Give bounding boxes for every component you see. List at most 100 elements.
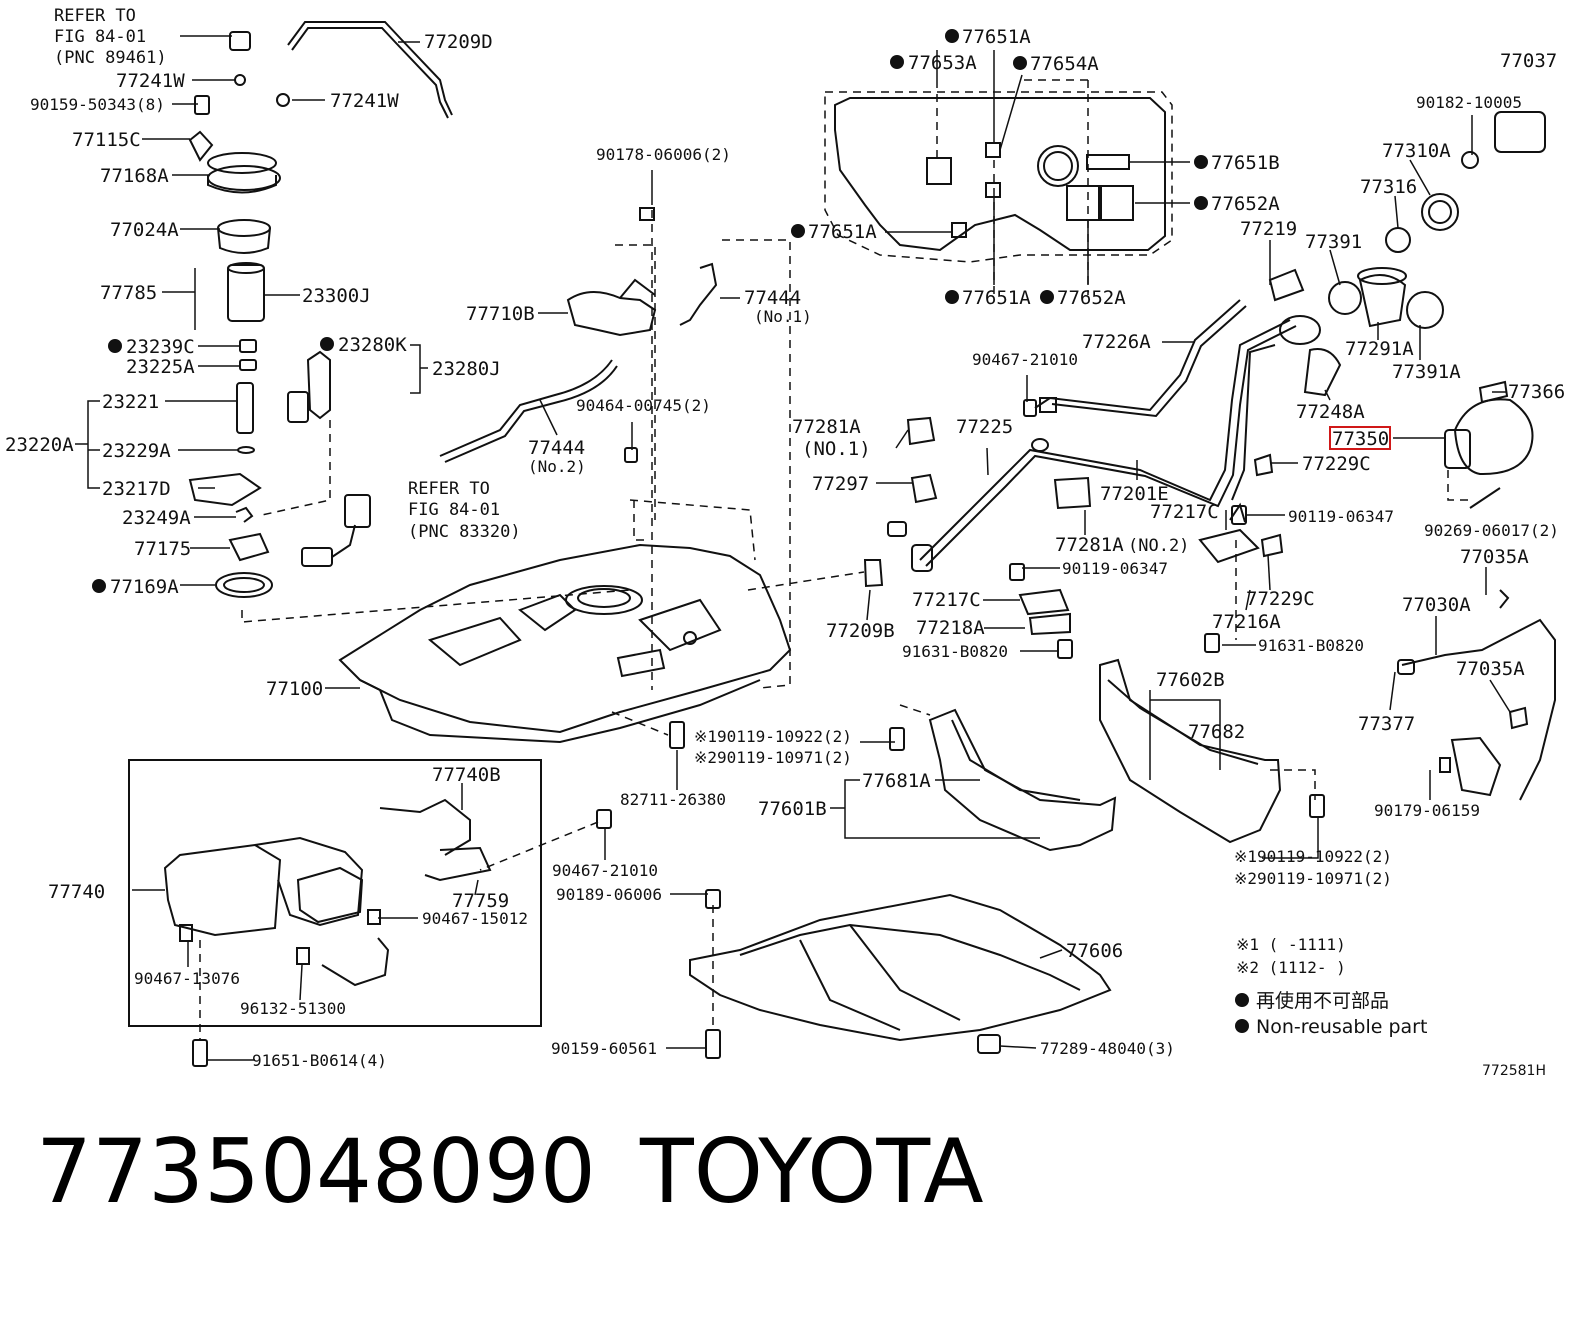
callout-23239C: 23239C	[126, 336, 195, 358]
callout-77444-no2-note: (No.2)	[528, 457, 586, 476]
callout-90178-06006: 90178-06006(2)	[596, 145, 731, 164]
callout-77035A-a: 77035A	[1460, 546, 1529, 568]
callout-77209B: 77209B	[826, 620, 895, 642]
callout-90159-50343: 90159-50343(8)	[30, 95, 165, 114]
legend-english: Non-reusable part	[1256, 1016, 1427, 1038]
callout-77682: 77682	[1188, 721, 1245, 743]
callout-77217C-b: 77217C	[912, 589, 981, 611]
callout-77652A-right: 77652A	[1211, 193, 1280, 215]
callout-77444-no1-note: (No.1)	[754, 307, 812, 326]
callout-77168A: 77168A	[100, 165, 169, 187]
callout-90467-15012: 90467-15012	[422, 909, 528, 928]
callout-23220A: 23220A	[5, 434, 74, 456]
callout-77291A: 77291A	[1345, 338, 1414, 360]
callout-77710B: 77710B	[466, 303, 535, 325]
production-note-1: ※1 ( -1111)	[1236, 935, 1346, 954]
callout-90467-21010-b: 90467-21010	[552, 861, 658, 880]
callout-23280J: 23280J	[432, 358, 501, 380]
callout-77229C-a: 77229C	[1302, 453, 1371, 475]
callout-77297: 77297	[812, 473, 869, 495]
callout-77216A: 77216A	[1212, 611, 1281, 633]
callout-23225A: 23225A	[126, 356, 195, 378]
callout-refer-line3: (PNC 89461)	[54, 48, 167, 68]
callout-90464-00745: 90464-00745(2)	[576, 396, 711, 415]
callout-23229A: 23229A	[102, 440, 171, 462]
callout-23249A: 23249A	[122, 507, 191, 529]
callout-77037: 77037	[1500, 50, 1557, 72]
callout-labels: REFER TO FIG 84-01 (PNC 89461) 77209D 77…	[5, 6, 1565, 1070]
callout-77740B: 77740B	[432, 764, 501, 786]
callout-90467-21010-a: 90467-21010	[972, 350, 1078, 369]
callout-refer-line1: REFER TO	[54, 6, 136, 26]
callout-77218A: 77218A	[916, 617, 985, 639]
legend-japanese: 再使用不可部品	[1256, 990, 1389, 1012]
callout-77444-no2: 77444	[528, 437, 585, 459]
callout-77681A: 77681A	[862, 770, 931, 792]
callout-77281A-no1: 77281A	[792, 416, 861, 438]
callout-77217C-a: 77217C	[1150, 501, 1219, 523]
callout-refer-line2: FIG 84-01	[54, 27, 146, 47]
callout-77281A-no2: 77281A	[1055, 534, 1124, 556]
callout-90269-06017: 90269-06017(2)	[1424, 521, 1559, 540]
callout-77169A: 77169A	[110, 576, 179, 598]
callout-91651-B0614: 91651-B0614(4)	[252, 1051, 387, 1070]
highlight-box	[1329, 426, 1391, 450]
callout-90119-06347-b: 90119-06347	[1062, 559, 1168, 578]
non-reusable-markers	[92, 29, 1249, 1033]
callout-23221: 23221	[102, 391, 159, 413]
callout-77281A-no1-note: (NO.1)	[802, 438, 871, 460]
callout-77785: 77785	[100, 282, 157, 304]
callout-77024A: 77024A	[110, 219, 179, 241]
callout-90119-10971-b: ※290119-10971(2)	[1234, 869, 1392, 888]
callout-90467-13076: 90467-13076	[134, 969, 240, 988]
callout-91631-B0820-a: 91631-B0820	[902, 642, 1008, 661]
callout-90119-10922-a: ※190119-10922(2)	[694, 727, 852, 746]
callout-90182-10005: 90182-10005	[1416, 93, 1522, 112]
leader-lines	[75, 35, 1511, 1061]
callout-refer2-line1: REFER TO	[408, 479, 490, 499]
callout-90119-10922-b: ※190119-10922(2)	[1234, 847, 1392, 866]
callout-77606: 77606	[1066, 940, 1123, 962]
callout-77601B: 77601B	[758, 798, 827, 820]
callout-77219: 77219	[1240, 218, 1297, 240]
callout-90159-60561: 90159-60561	[551, 1039, 657, 1058]
callout-77377: 77377	[1358, 713, 1415, 735]
callout-23217D: 23217D	[102, 478, 171, 500]
callout-90119-10971-a: ※290119-10971(2)	[694, 748, 852, 767]
callout-23300J: 23300J	[302, 285, 371, 307]
production-note-2: ※2 (1112- )	[1236, 958, 1346, 977]
notes-legend: ※1 ( -1111) ※2 (1112- ) 再使用不可部品 Non-reus…	[1236, 935, 1546, 1079]
callout-77651A-left: 77651A	[808, 221, 877, 243]
callout-77225: 77225	[956, 416, 1013, 438]
callout-96132-51300: 96132-51300	[240, 999, 346, 1018]
callout-77350: 77350	[1332, 428, 1389, 450]
callout-77241W-b: 77241W	[330, 90, 399, 112]
callout-77602B: 77602B	[1156, 669, 1225, 691]
callout-77391A: 77391A	[1392, 361, 1461, 383]
callout-77651A-top: 77651A	[962, 26, 1031, 48]
callout-77035A-b: 77035A	[1456, 658, 1525, 680]
callout-77651B: 77651B	[1211, 152, 1280, 174]
brand-title: TOYOTA	[640, 1120, 984, 1223]
callout-77281A-no2-note: (NO.2)	[1128, 536, 1189, 556]
callout-77654A: 77654A	[1030, 53, 1099, 75]
callout-77100: 77100	[266, 678, 323, 700]
callout-77759: 77759	[452, 890, 509, 912]
callout-77201E: 77201E	[1100, 483, 1169, 505]
callout-refer2-line2: FIG 84-01	[408, 500, 500, 520]
callout-77115C: 77115C	[72, 129, 141, 151]
part-number-title: 7735048090	[36, 1120, 596, 1223]
callout-90119-06347-a: 90119-06347	[1288, 507, 1394, 526]
callout-77366: 77366	[1508, 381, 1565, 403]
callout-77310A: 77310A	[1382, 140, 1451, 162]
callout-77444-no1: 77444	[744, 287, 801, 309]
callout-77651A-bottom: 77651A	[962, 287, 1031, 309]
callout-90189-06006: 90189-06006	[556, 885, 662, 904]
figure-code: 772581H	[1482, 1063, 1546, 1079]
callout-77226A: 77226A	[1082, 331, 1151, 353]
callout-77248A: 77248A	[1296, 401, 1365, 423]
callout-77175: 77175	[134, 538, 191, 560]
callout-77289-48040: 77289-48040(3)	[1040, 1039, 1175, 1058]
callout-91631-B0820-b: 91631-B0820	[1258, 636, 1364, 655]
